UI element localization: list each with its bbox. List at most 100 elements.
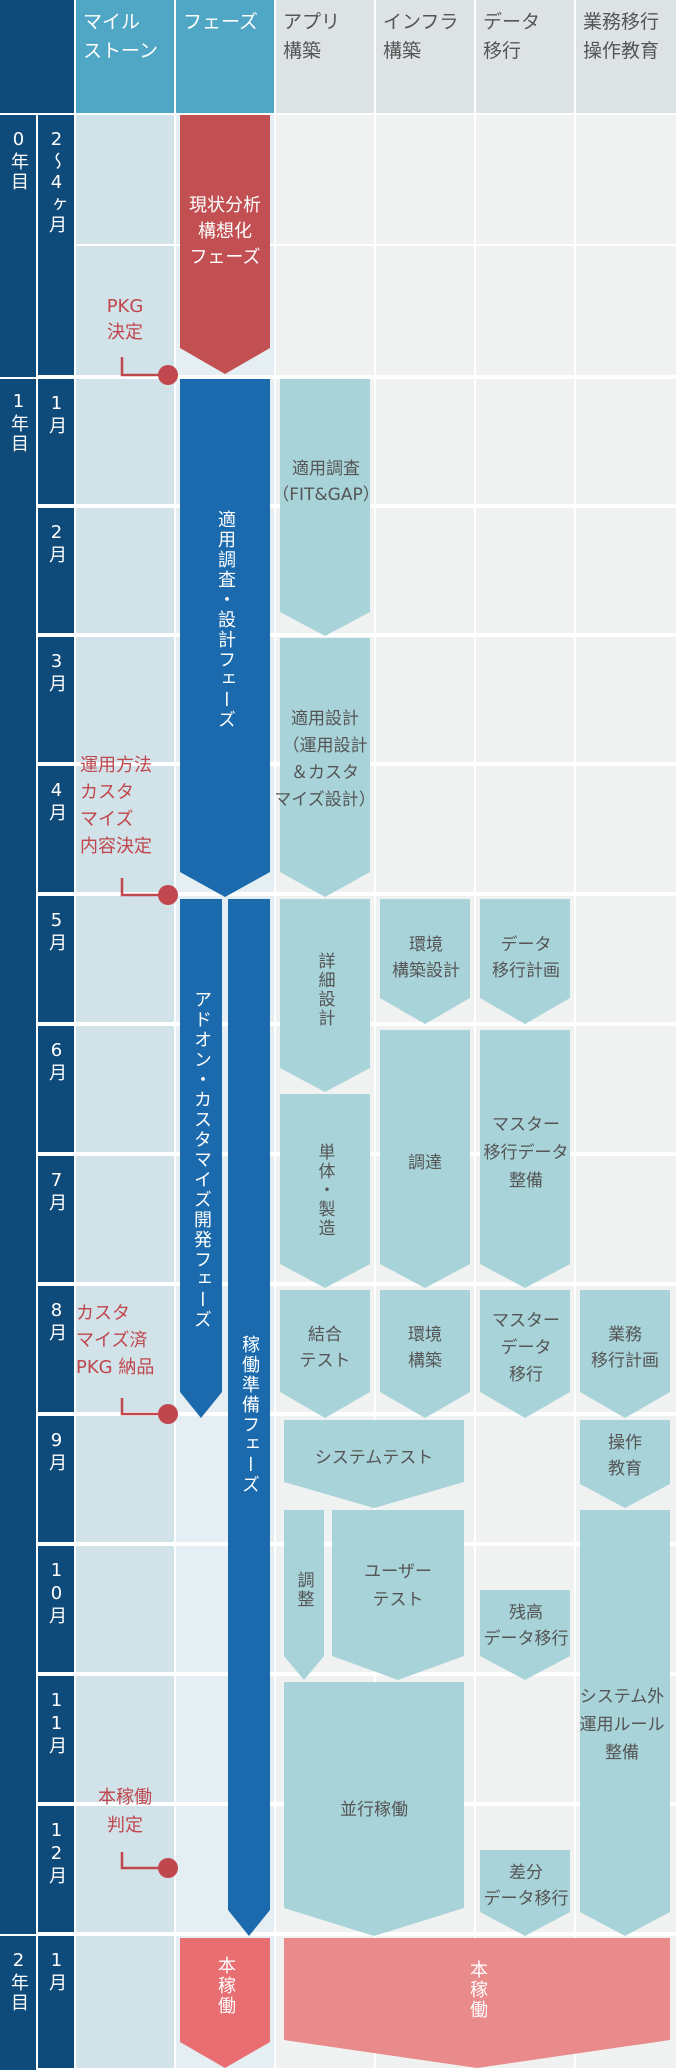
task-app-fit-shape [280, 379, 370, 636]
grid-cell [476, 1416, 574, 1542]
task-infra-design-label: 環境 構築設計 [392, 935, 460, 981]
task-infra-design-shape [380, 899, 470, 1024]
header-phase: フェーズ [176, 0, 274, 113]
month-10: 10月 [38, 1546, 74, 1672]
grid-cell [576, 766, 676, 892]
milestone-customize: 運用方法 カスタ マイズ 内容決定 [80, 755, 152, 857]
task-data-master-migrate-shape [480, 1290, 570, 1418]
grid-cell [476, 766, 574, 892]
month-7: 7月 [38, 1156, 74, 1282]
grid-cell [376, 766, 474, 892]
phase-analysis-shape [180, 115, 270, 374]
task-parallel-shape [284, 1682, 464, 1936]
task-user-test-label: ユーザー テスト [364, 1562, 432, 1610]
task-adjust-label: 調整 [293, 1571, 314, 1609]
dot-pkg [158, 365, 178, 385]
phase-design-label: 適用調査・設計フェーズ [215, 510, 236, 730]
grid-cell [576, 896, 676, 1022]
phase-golive-shape [180, 1938, 270, 2068]
task-data-residual-shape [480, 1590, 570, 1680]
year-1: 1年目 [0, 379, 36, 1934]
milestone-golive: 本稼働 判定 [98, 1787, 152, 1836]
milestone-connectors [120, 357, 165, 1870]
task-app-detail-label: 詳細設計 [314, 952, 335, 1028]
task-app-integration-shape [280, 1290, 370, 1418]
milestone-dots [158, 365, 178, 1878]
month-13: 1月 [38, 1936, 74, 2068]
phase-addon-shape [180, 899, 222, 1418]
task-biz-rules-shape [580, 1510, 670, 1936]
grid-cell [576, 379, 676, 504]
grid-cell [76, 896, 174, 1022]
grid-cell [76, 379, 174, 504]
dot-delivery [158, 1404, 178, 1424]
grid-cell [576, 1026, 676, 1152]
task-data-plan-label: データ 移行計画 [492, 935, 560, 981]
phase-analysis-label: 現状分析 構想化 フェーズ [189, 195, 261, 268]
connector-golive [120, 1852, 165, 1870]
grid-cell [76, 1286, 174, 1412]
task-user-test-shape [332, 1510, 464, 1680]
grid-cell [76, 1156, 174, 1282]
dot-customize [158, 885, 178, 905]
month-5: 5月 [38, 896, 74, 1022]
task-data-diff-shape [480, 1850, 570, 1936]
task-app-fit-label: 適用調査 （FIT&GAP） [272, 459, 380, 505]
task-data-master-prep-shape [480, 1030, 570, 1288]
task-app-detail-shape [280, 899, 370, 1092]
phase-prep-label: 稼働準備フェーズ [239, 1335, 260, 1495]
milestone-delivery: カスタ マイズ済 PKG 納品 [76, 1303, 155, 1378]
grid-cell [76, 508, 174, 633]
row-divider [76, 244, 676, 246]
grid-cell [476, 637, 574, 762]
task-biz-rules-label: システム外 運用ルール 整備 [579, 1687, 665, 1763]
grid-cell [476, 379, 574, 504]
month-12: 12月 [38, 1806, 74, 1932]
phase-design-shape [180, 379, 270, 897]
grid-cell [476, 508, 574, 633]
grid-cell [376, 508, 474, 633]
year-0: 0年目 [0, 115, 36, 377]
task-infra-procure-label: 調達 [408, 1152, 442, 1173]
phase-golive-label: 本稼働 [215, 1956, 236, 2016]
task-data-master-migrate-label: マスター データ 移行 [492, 1310, 560, 1385]
grid-cell [576, 637, 676, 762]
task-biz-plan-shape [580, 1290, 670, 1418]
task-adjust-shape [284, 1510, 324, 1680]
task-data-master-prep-label: マスター 移行データ 整備 [483, 1115, 569, 1191]
header-business: 業務移行 操作教育 [576, 0, 676, 113]
grid-cell [76, 766, 174, 892]
grid-cell [76, 1936, 174, 2068]
header-infra: インフラ 構築 [376, 0, 474, 113]
header-corner [0, 0, 74, 113]
grid-cell [76, 1026, 174, 1152]
grid-cell [576, 508, 676, 633]
phase-addon-label: アドオン・カスタマイズ開発フェーズ [191, 990, 212, 1330]
month-6: 6月 [38, 1026, 74, 1152]
task-infra-build-shape [380, 1290, 470, 1418]
task-app-design-label: 適用設計 （運用設計 ＆カスタ マイズ設計） [274, 709, 376, 810]
task-app-unit-shape [280, 1094, 370, 1288]
task-biz-plan-label: 業務 移行計画 [591, 1325, 659, 1371]
milestone-pkg: PKG 決定 [106, 296, 144, 343]
phase-prep-shape [228, 899, 270, 1936]
task-parallel-label: 並行稼働 [340, 1799, 408, 1820]
connector-customize [120, 878, 165, 897]
task-app-design-shape [280, 638, 370, 897]
month-4: 4月 [38, 766, 74, 892]
connector-delivery [120, 1398, 165, 1416]
task-infra-build-label: 環境 構築 [408, 1325, 442, 1371]
task-system-test-shape [284, 1420, 464, 1508]
grid-cell [476, 1676, 574, 1802]
dot-golive [158, 1858, 178, 1878]
header-data: データ 移行 [476, 0, 574, 113]
grid-cell [76, 1676, 174, 1802]
grid-cell [76, 1546, 174, 1672]
task-golive-wide-label: 本稼働 [467, 1960, 488, 2020]
grid-cell [76, 637, 174, 762]
connector-pkg [120, 357, 165, 377]
task-biz-training-label: 操作 教育 [608, 1433, 642, 1479]
grid-cell [376, 379, 474, 504]
